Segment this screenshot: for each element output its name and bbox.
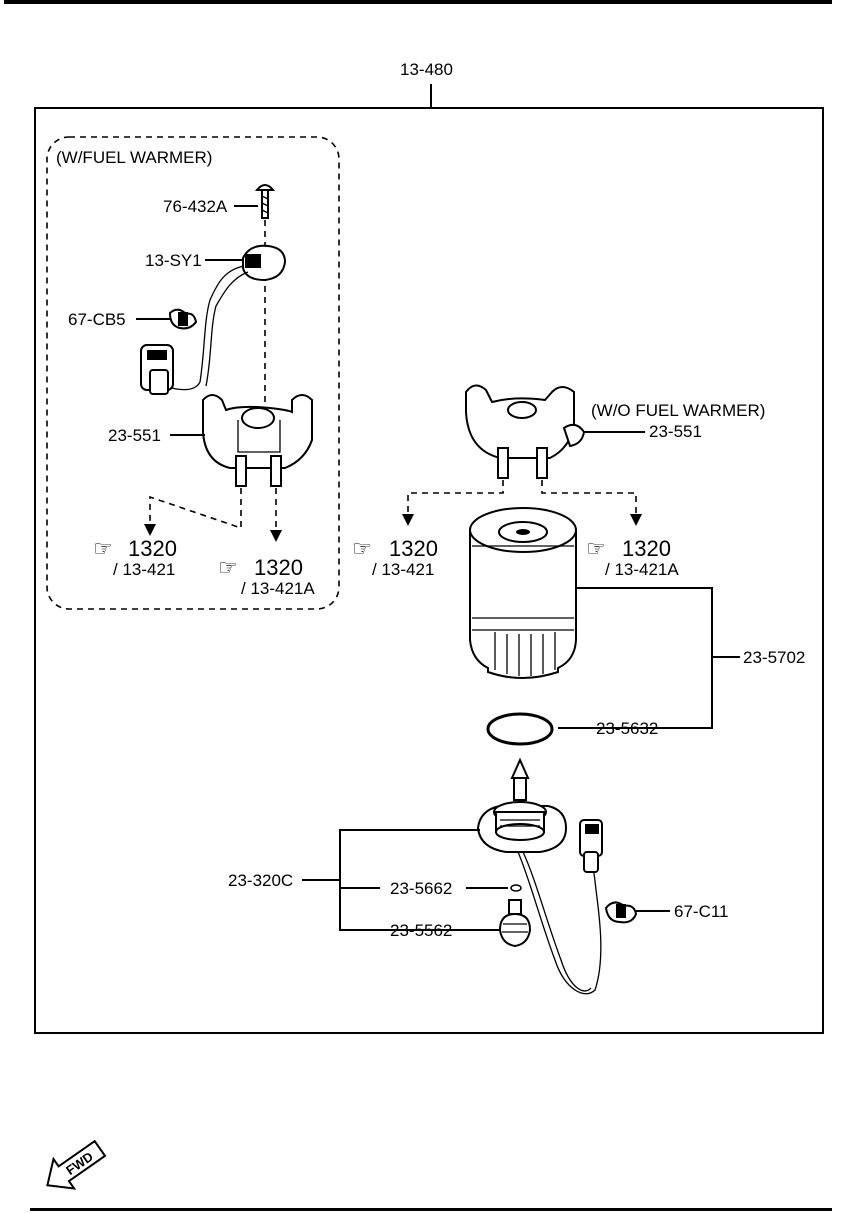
bottom-rule bbox=[30, 1208, 832, 1211]
oring-label: 23-5632 bbox=[596, 719, 658, 738]
pointing-hand-icon: ☞ bbox=[586, 536, 606, 561]
clip2-label: 67-C11 bbox=[674, 902, 729, 921]
ref-sub: / 13-421A bbox=[605, 560, 679, 579]
fwd-arrow-icon: FWD bbox=[46, 1139, 107, 1190]
ref-1320-b: ☞ 1320 / 13-421A bbox=[218, 555, 315, 598]
with-warmer-box bbox=[46, 136, 340, 610]
with-warmer-title: (W/FUEL WARMER) bbox=[56, 148, 212, 167]
assembly-frame bbox=[34, 107, 824, 1034]
switch-assy-label: 23-320C bbox=[228, 871, 293, 890]
ref-num: 1320 bbox=[622, 536, 671, 561]
connector2-part bbox=[579, 819, 603, 873]
without-warmer-title: (W/O FUEL WARMER) bbox=[591, 401, 765, 420]
sensor-label: 13-SY1 bbox=[145, 251, 202, 270]
oring-part bbox=[486, 712, 554, 746]
filter-label: 23-5702 bbox=[743, 648, 805, 667]
screw-label: 76-432A bbox=[163, 197, 228, 216]
pointing-hand-icon: ☞ bbox=[218, 555, 238, 580]
ref-num: 1320 bbox=[128, 536, 177, 561]
sensor-part bbox=[171, 244, 287, 391]
fuel-filter-part bbox=[469, 507, 577, 679]
head-label-right: 23-551 bbox=[649, 422, 702, 441]
connector-part bbox=[140, 344, 174, 395]
ref-num: 1320 bbox=[254, 555, 303, 580]
ref-sub: / 13-421A bbox=[241, 579, 315, 598]
ref-1320-c: ☞ 1320 / 13-421 bbox=[352, 536, 438, 579]
ref-sub: / 13-421 bbox=[113, 560, 175, 579]
plug-part bbox=[498, 899, 532, 948]
pointing-hand-icon: ☞ bbox=[352, 536, 372, 561]
clip2-part bbox=[604, 901, 638, 924]
assembly-ref-label: 13-480 bbox=[400, 60, 453, 79]
plug-label: 23-5562 bbox=[390, 921, 452, 940]
small-oring-part bbox=[510, 884, 522, 892]
clip-label: 67-CB5 bbox=[68, 310, 126, 329]
ref-1320-a: ☞ 1320 / 13-421 bbox=[93, 536, 177, 579]
small-oring-label: 23-5662 bbox=[390, 879, 452, 898]
pointing-hand-icon: ☞ bbox=[93, 536, 113, 561]
top-rule bbox=[4, 0, 832, 4]
switch-part bbox=[476, 757, 568, 853]
filter-head-without-warmer bbox=[465, 384, 586, 479]
screw-part bbox=[254, 184, 276, 219]
head-label-left: 23-551 bbox=[108, 426, 161, 445]
clip-part bbox=[168, 308, 198, 330]
ref-sub: / 13-421 bbox=[372, 560, 434, 579]
filter-head-with-warmer bbox=[202, 394, 313, 487]
ref-1320-d: ☞ 1320 / 13-421A bbox=[586, 536, 679, 579]
ref-num: 1320 bbox=[389, 536, 438, 561]
